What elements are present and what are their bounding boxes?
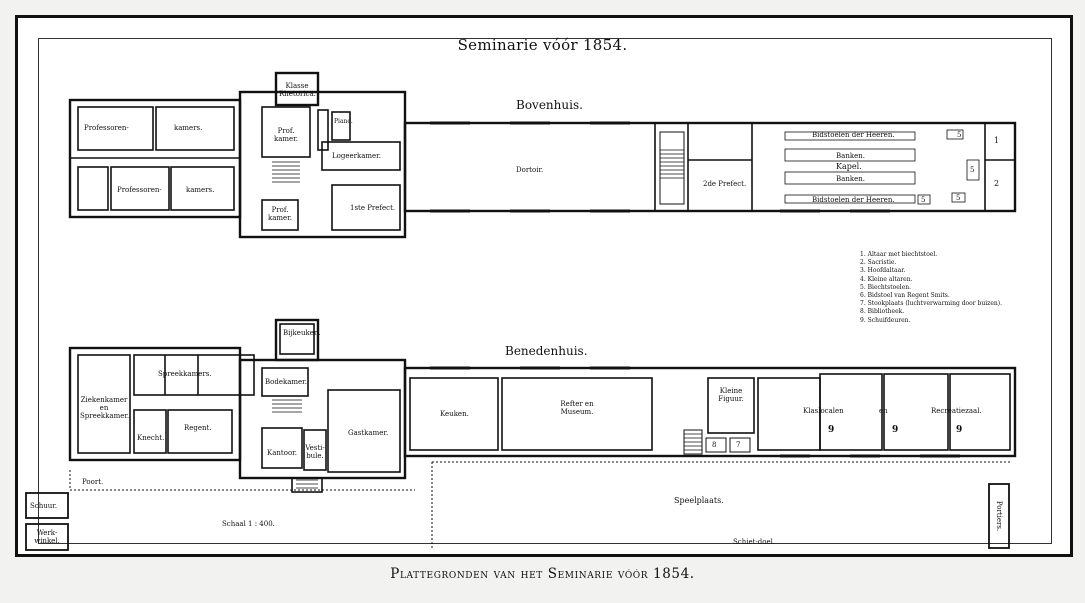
- legend-item: 9. Schuifdeuren.: [860, 316, 911, 324]
- plate-frame: [15, 15, 1073, 557]
- building-werkwinkel: Werk-winkel.: [34, 529, 60, 545]
- room-bijkeuken: Bijkeuken.: [283, 329, 321, 337]
- lower-floor-partitions: [77, 323, 1011, 493]
- label-bidstoelen-top: Bidstoelen der Heeren.: [812, 131, 895, 139]
- room-vestibule: Vesti-bule.: [305, 444, 325, 460]
- main-title: Seminarie vóór 1854.: [457, 36, 628, 54]
- legend-ref-7: 7: [736, 441, 741, 449]
- room-1st-prefect: 1ste Prefect.: [350, 204, 396, 212]
- lower-floor-walls: [68, 318, 1017, 480]
- legend-ref-5d: 5: [970, 166, 975, 174]
- legend: 1. Altaar met biechtstoel. 2. Sacristie.…: [860, 251, 1035, 325]
- legend-ref-9c: 9: [956, 425, 963, 435]
- room-piano: Piano.: [334, 118, 353, 125]
- room-refter-museum: Refter en Museum.: [560, 400, 594, 416]
- legend-item: 7. Stookplaats (luchtverwarming door bui…: [860, 300, 1002, 308]
- lower-tower: [274, 318, 320, 362]
- room-kleine-figuur: Kleine Figuur.: [718, 387, 744, 403]
- room-logeerkamer: Logeerkamer.: [332, 152, 381, 160]
- room-klasse-rhetorica: Klasse Rhetorica.: [279, 82, 316, 98]
- room-knecht: Knecht.: [137, 434, 165, 442]
- room-recreatiezaal: Recreatiezaal.: [931, 407, 982, 415]
- room-keuken: Keuken.: [440, 410, 469, 418]
- room-kapel: Kapel.: [836, 162, 862, 171]
- legend-ref-5a: 5: [957, 131, 962, 139]
- upper-east-block: [403, 121, 1017, 213]
- room-kantoor: Kantoor.: [267, 449, 297, 457]
- legend-item: 1. Altaar met biechtstoel.: [860, 251, 938, 258]
- legend-ref-5c: 5: [921, 196, 926, 204]
- label-banken-1: Banken.: [836, 152, 865, 160]
- label-en: en: [879, 407, 888, 415]
- room-spreekkamers: Spreekkamers.: [158, 370, 212, 378]
- plate-caption: Plattegronden van het Seminarie vóór 185…: [390, 566, 695, 582]
- legend-ref-9b: 9: [892, 425, 899, 435]
- legend-ref-5b: 5: [956, 194, 961, 202]
- upper-tower: [274, 71, 320, 107]
- room-prof-kamer-1: Prof. kamer.: [274, 127, 298, 143]
- upper-floor-partitions: [70, 106, 1015, 231]
- legend-item: 8. Bibliotheek.: [860, 308, 905, 316]
- room-ziekenkamer: Ziekenkamer en Spreekkamer.: [80, 396, 130, 420]
- building-schuur: Schuur.: [30, 502, 58, 510]
- room-professorenkamers-1a: Professoren-: [84, 124, 129, 132]
- legend-item: 2. Sacristie.: [860, 259, 897, 267]
- legend-ref-9a: 9: [828, 425, 835, 435]
- legend-ref-2: 2: [994, 179, 1000, 188]
- upper-floor-heading: Bovenhuis.: [516, 98, 583, 112]
- label-bidstoelen-bottom: Bidstoelen der Heeren.: [812, 196, 895, 204]
- legend-item: 4. Kleine altaren.: [860, 275, 913, 283]
- legend-item: 3. Hoofdaltaar.: [860, 267, 906, 275]
- room-dortoir: Dortoir.: [516, 166, 544, 174]
- label-schietdoel: Schiet-doel.: [733, 538, 776, 546]
- room-bodekamer: Bodekamer.: [265, 378, 307, 386]
- label-poort: Poort.: [82, 478, 104, 486]
- building-portiers: Portiers.: [995, 500, 1003, 532]
- label-scale: Schaal 1 : 400.: [222, 520, 275, 528]
- grounds: [25, 461, 1010, 551]
- legend-item: 6. Bidstoel van Regent Smits.: [860, 292, 950, 300]
- upper-floor-walls: [68, 71, 1017, 239]
- legend-ref-1: 1: [994, 136, 1000, 145]
- lower-east-block: [403, 366, 1017, 458]
- legend-item: 5. Biechtstoelen.: [860, 283, 912, 291]
- label-speelplaats: Speelplaats.: [674, 496, 724, 505]
- room-gastkamer: Gastkamer.: [348, 429, 389, 437]
- room-2nd-prefect: 2de Prefect.: [703, 180, 747, 188]
- room-klaslocalen: Klaslocalen: [803, 407, 844, 415]
- room-professorenkamers-1b: kamers.: [174, 124, 203, 132]
- room-regent: Regent.: [184, 424, 212, 432]
- room-professorenkamers-2b: kamers.: [186, 186, 215, 194]
- legend-ref-8: 8: [712, 441, 717, 449]
- lower-floor-heading: Benedenhuis.: [505, 344, 588, 358]
- plate-inner-border: [38, 38, 1052, 544]
- label-banken-2: Banken.: [836, 175, 865, 183]
- room-professorenkamers-2a: Professoren-: [117, 186, 162, 194]
- room-prof-kamer-2: Prof. kamer.: [268, 206, 292, 222]
